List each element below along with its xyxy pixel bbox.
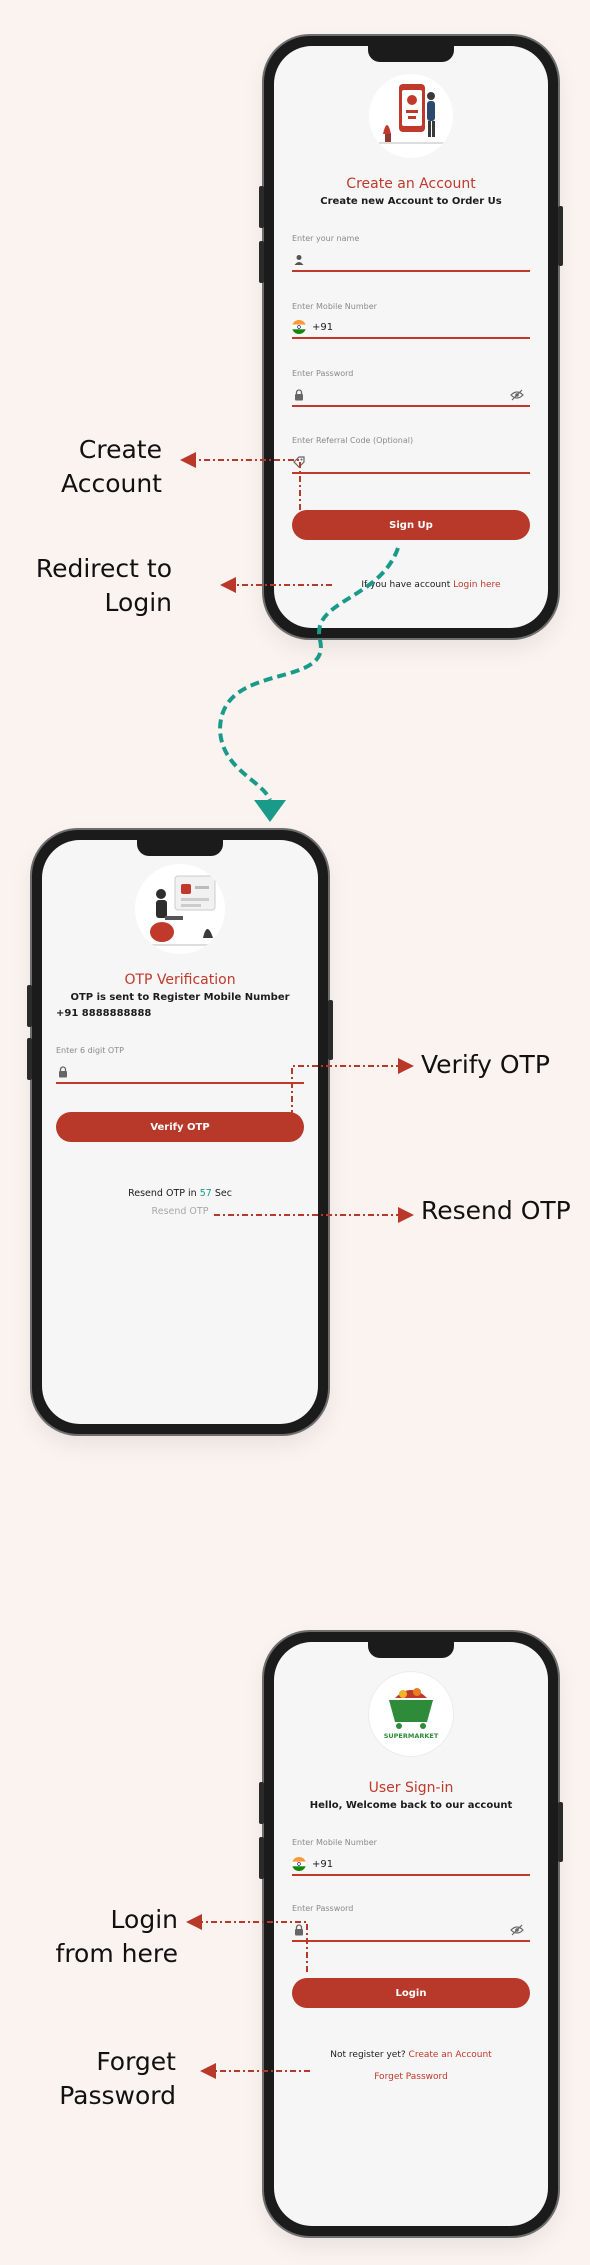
lock-icon [56,1065,70,1079]
create-account-arrow [180,452,301,510]
otp-title: OTP Verification [124,972,236,988]
password-field[interactable] [292,385,530,407]
resend-otp-link[interactable]: Resend OTP [151,1206,209,1217]
signin-mobile-field[interactable]: +91 [292,1854,530,1876]
otp-illustration [135,864,225,954]
signin-subtitle: Hello, Welcome back to our account [309,1800,513,1811]
login-button[interactable]: Login [292,1978,530,2008]
india-flag-icon [292,1857,306,1871]
annotation-redirect-login: Redirect to Login [35,554,172,617]
annotation-forget-password: Forget Password [59,2047,176,2110]
supermarket-logo: SUPERMARKET [369,1672,453,1756]
lock-icon [292,388,306,402]
mobile-label: Enter Mobile Number [292,302,377,311]
signin-password-label: Enter Password [292,1904,354,1913]
notch [368,46,454,62]
login-redirect: If you have account Login here [314,580,548,590]
referral-field[interactable] [292,452,530,474]
referral-label: Enter Referral Code (Optional) [292,436,414,445]
eye-off-icon[interactable] [510,388,524,402]
signup-illustration [369,74,453,158]
signin-password-field[interactable] [292,1920,530,1942]
password-label: Enter Password [292,369,354,378]
login-here-link[interactable]: Login here [453,580,501,590]
login-arrow [186,1914,308,1972]
notch [368,1642,454,1658]
name-field[interactable] [292,250,530,272]
verify-otp-arrow [291,1058,414,1116]
otp-phone-number: +91 8888888888 [56,1008,152,1019]
india-flag-icon [292,320,306,334]
signin-screen: SUPERMARKET User Sign-in Hello, Welcome … [274,1642,548,2226]
notch [137,840,223,856]
tag-icon [292,455,306,469]
annotation-verify-otp: Verify OTP [421,1050,550,1079]
otp-subtitle: OTP is sent to Register Mobile Number [70,992,290,1003]
resend-timer-suffix: Sec [214,1188,232,1199]
lock-icon [292,1923,306,1937]
logo-text: SUPERMARKET [383,1732,439,1740]
country-code: +91 [312,1858,334,1870]
signup-title: Create an Account [346,176,476,192]
eye-off-icon[interactable] [510,1923,524,1937]
otp-input[interactable] [56,1062,304,1084]
forget-password-link[interactable]: Forget Password [374,2072,448,2082]
country-code: +91 [312,321,334,333]
signin-mobile-label: Enter Mobile Number [292,1838,377,1847]
mobile-field[interactable]: +91 [292,317,530,339]
resend-timer-seconds: 57 [199,1188,212,1199]
register-prompt: Not register yet? Create an Account [274,2050,548,2060]
flow-arrow [217,547,400,801]
create-account-link[interactable]: Create an Account [408,2050,492,2060]
verify-otp-button[interactable]: Verify OTP [56,1112,304,1142]
login-redirect-prefix: If you have account [361,580,451,590]
phone-otp: OTP Verification OTP is sent to Register… [27,830,333,1434]
person-icon [292,253,306,267]
resend-timer: Resend OTP in 57 Sec [42,1188,318,1199]
signup-button[interactable]: Sign Up [292,510,530,540]
signup-subtitle: Create new Account to Order Us [320,196,502,207]
resend-timer-prefix: Resend OTP in [128,1188,197,1199]
flow-arrow-head [254,800,286,822]
register-prefix: Not register yet? [330,2050,406,2060]
signup-screen: Create an Account Create new Account to … [274,46,548,628]
annotation-resend-otp: Resend OTP [421,1196,571,1225]
otp-field-label: Enter 6 digit OTP [56,1046,124,1055]
annotation-login-here: Login from here [55,1905,178,1968]
annotation-create-account: Create Account [61,435,162,498]
name-label: Enter your name [292,234,360,243]
phone-signup: Create an Account Create new Account to … [259,36,563,638]
otp-screen: OTP Verification OTP is sent to Register… [42,840,318,1424]
signin-title: User Sign-in [368,1780,454,1796]
phone-signin: SUPERMARKET User Sign-in Hello, Welcome … [259,1632,563,2236]
